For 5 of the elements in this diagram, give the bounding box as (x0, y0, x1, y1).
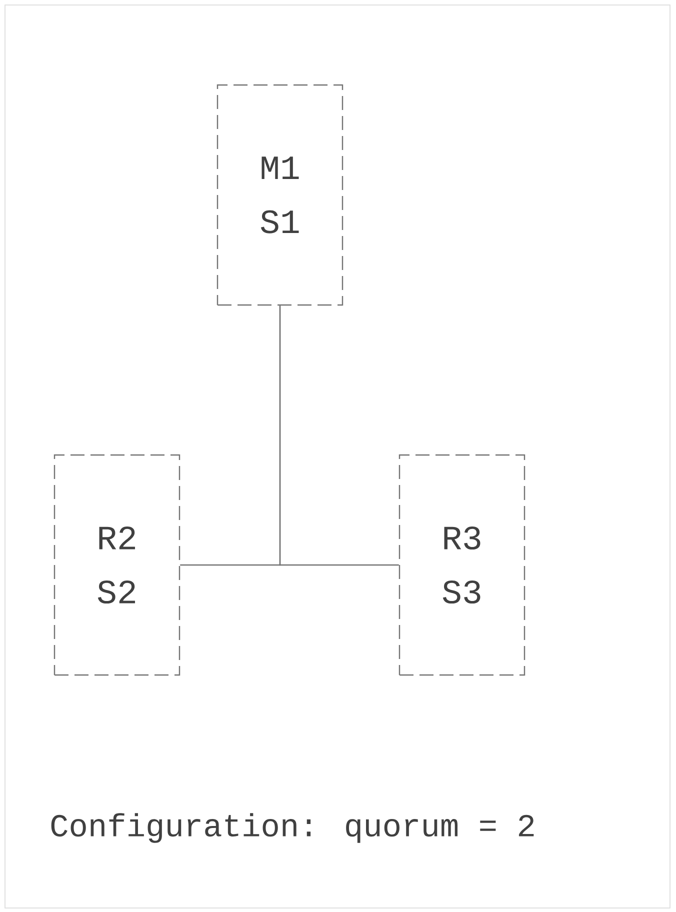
text-box: R2 S2 (54, 454, 180, 676)
caption: Configuration: quorum = 2 (51, 813, 534, 843)
text-box: R3 S3 (398, 454, 526, 676)
text-box: M1 S1 (216, 84, 344, 306)
connector-line (279, 306, 399, 566)
